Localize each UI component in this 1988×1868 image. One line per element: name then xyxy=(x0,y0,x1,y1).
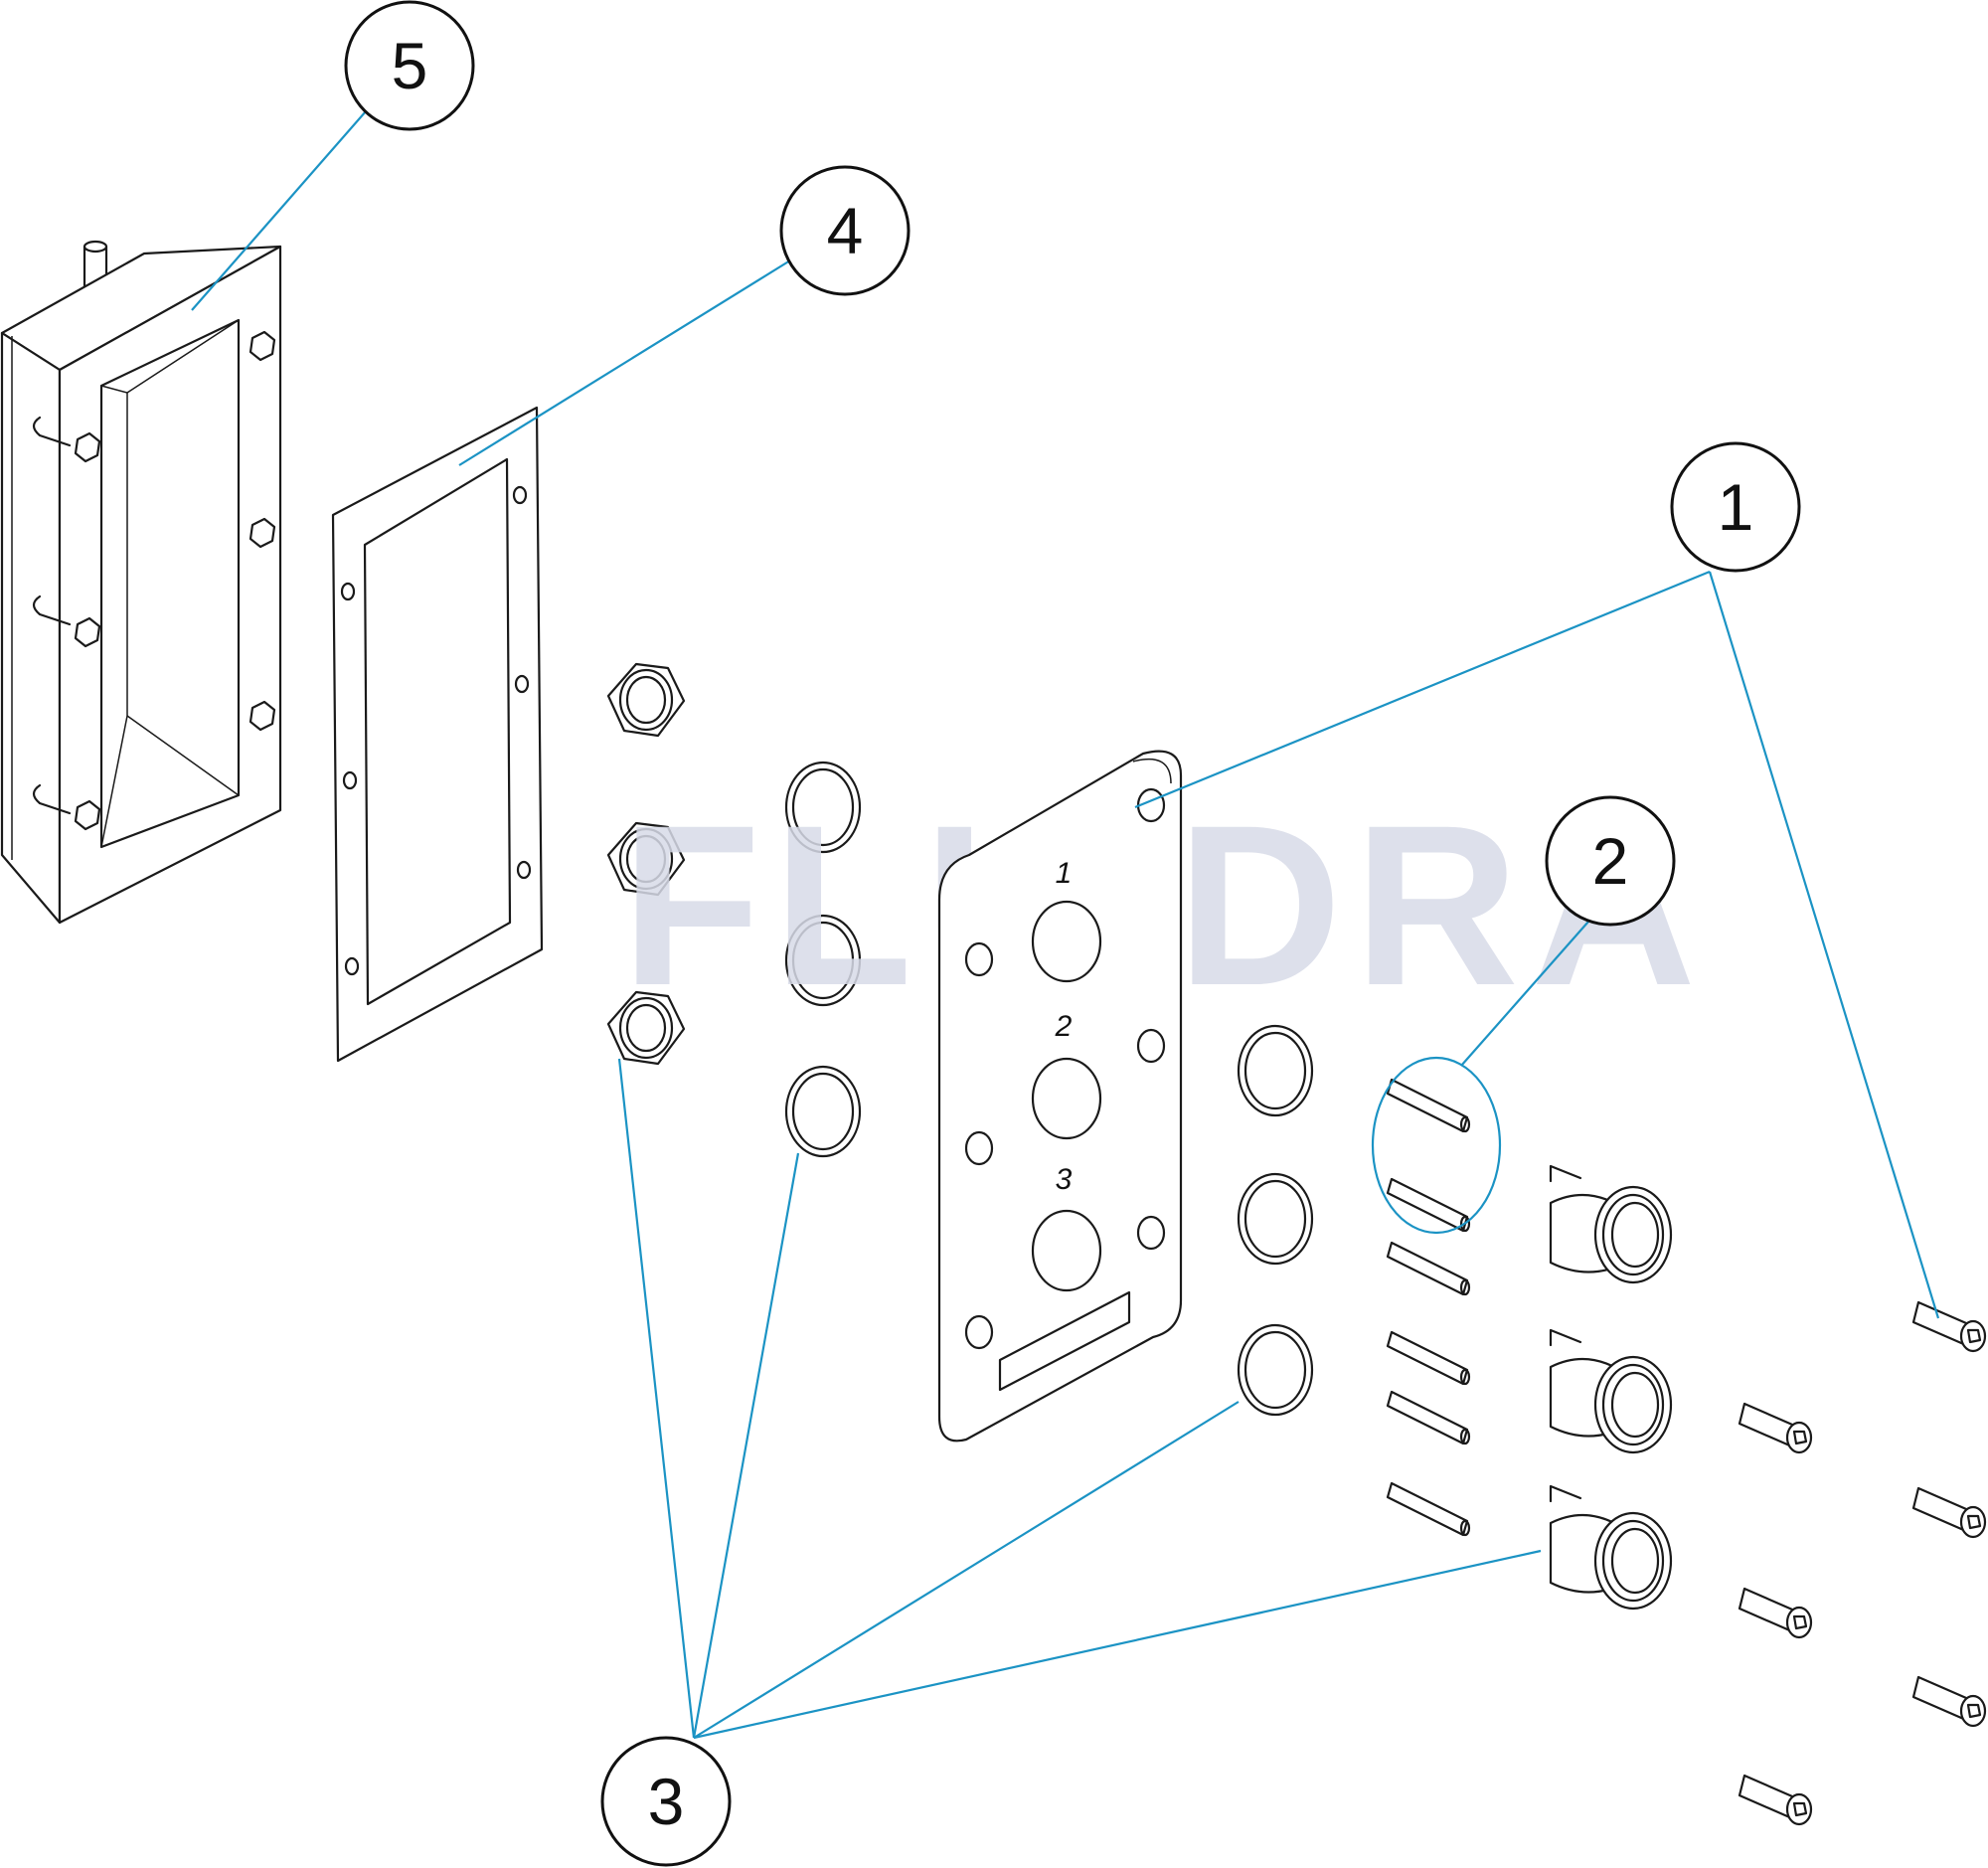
callout-1: 1 xyxy=(1670,441,1801,573)
callout-5: 5 xyxy=(344,0,475,131)
svg-text:5: 5 xyxy=(392,29,428,102)
screw-2 xyxy=(1738,1402,1813,1454)
screw-3 xyxy=(1911,1486,1987,1539)
screw-5 xyxy=(1911,1675,1987,1728)
svg-text:3: 3 xyxy=(648,1765,685,1838)
callout-4: 4 xyxy=(779,165,911,296)
leader-lines xyxy=(191,110,1940,1740)
svg-text:4: 4 xyxy=(827,194,864,267)
part-5-niche-box xyxy=(0,240,282,925)
plate-label-3: 3 xyxy=(1056,1163,1073,1196)
screw-6 xyxy=(1738,1774,1813,1826)
hex-nut-3 xyxy=(606,990,686,1066)
lamp-housings xyxy=(1549,1164,1673,1611)
lamp-housing-1 xyxy=(1549,1164,1673,1284)
callout-2: 2 xyxy=(1545,795,1676,927)
screw-4 xyxy=(1738,1587,1813,1639)
plate-label-1: 1 xyxy=(1056,857,1073,890)
part-2-highlight-ellipse xyxy=(1371,1056,1502,1235)
o-rings-rear xyxy=(784,761,862,1158)
plate-label-2: 2 xyxy=(1055,1010,1073,1043)
hex-nut-group xyxy=(606,662,686,1066)
screws xyxy=(1738,1300,1987,1826)
svg-text:2: 2 xyxy=(1592,824,1629,898)
callout-3: 3 xyxy=(600,1736,732,1867)
part-2-pins xyxy=(1386,1078,1471,1537)
part-1-front-plate: 1 2 3 xyxy=(937,750,1183,1443)
part-4-gasket xyxy=(331,406,544,1063)
screw-1 xyxy=(1911,1300,1987,1353)
hex-nut-1 xyxy=(606,662,686,738)
svg-text:1: 1 xyxy=(1718,470,1754,544)
o-rings-front xyxy=(1237,1024,1314,1417)
hex-nut-2 xyxy=(606,821,686,897)
lamp-housing-2 xyxy=(1549,1328,1673,1454)
lamp-housing-3 xyxy=(1549,1484,1673,1611)
